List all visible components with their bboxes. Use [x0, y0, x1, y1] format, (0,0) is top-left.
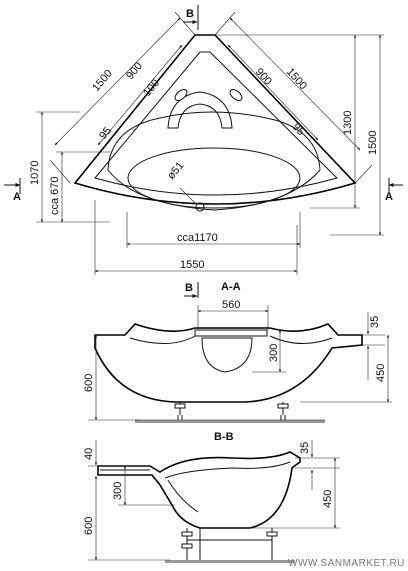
watermark: WWW.SANMARKET.RU	[288, 558, 405, 569]
dim-900-right: 900	[253, 66, 274, 88]
tub-section-bb	[97, 451, 301, 529]
legs-bb	[181, 528, 278, 560]
dim-450-aa: 450	[375, 364, 387, 382]
dim-1500-right: 1500	[284, 66, 309, 92]
dim-670: cca 670	[49, 176, 61, 215]
drain-icon	[195, 202, 205, 212]
section-b-label-top: B	[186, 8, 194, 20]
dim-40-bb: 40	[83, 448, 95, 460]
floor-bb	[165, 560, 295, 563]
tub-rim	[94, 51, 338, 196]
section-a-label-left: A	[13, 191, 21, 203]
section-a-label-right: A	[385, 191, 393, 203]
floor-aa	[135, 420, 325, 423]
dim-95-left: 95	[97, 125, 114, 142]
section-b-label-aa: B	[185, 282, 193, 294]
dim-1070: 1070	[29, 161, 41, 185]
handle-left-icon	[174, 89, 188, 101]
headrest-icon	[167, 91, 233, 129]
legs-aa	[174, 402, 289, 420]
dim-1500-vertical: 1500	[367, 131, 379, 155]
dim-35-bb: 35	[299, 442, 311, 454]
dim-900-left: 900	[124, 60, 145, 82]
section-aa-title: A-A	[221, 281, 241, 293]
dim-1300: 1300	[342, 111, 354, 135]
dim-1170: cca1170	[177, 232, 218, 244]
dim-450-bb: 450	[322, 490, 334, 508]
dim-600-aa: 600	[83, 374, 95, 392]
headrest-section-icon	[201, 337, 253, 373]
dim-300-aa: 300	[268, 344, 280, 362]
dim-drain: ø51	[165, 160, 186, 182]
top-view: 1500 900 900 1500 100 95 95 B A A 1300 1…	[4, 5, 403, 275]
section-bb: B-B 40 600 300 35	[83, 431, 340, 563]
basin-inner	[127, 147, 301, 209]
dim-1500-left: 1500	[90, 67, 115, 93]
dim-300-bb: 300	[112, 482, 124, 500]
tub-section-aa	[94, 323, 363, 403]
dim-35-aa: 35	[369, 316, 381, 328]
tub-outline	[73, 34, 357, 205]
section-bb-title: B-B	[214, 431, 234, 443]
handle-right-icon	[229, 89, 243, 101]
dim-600-bb: 600	[83, 517, 95, 535]
section-aa: B A-A 560 300	[83, 281, 392, 423]
dim-1550: 1550	[180, 259, 204, 271]
dim-560: 560	[222, 299, 240, 311]
